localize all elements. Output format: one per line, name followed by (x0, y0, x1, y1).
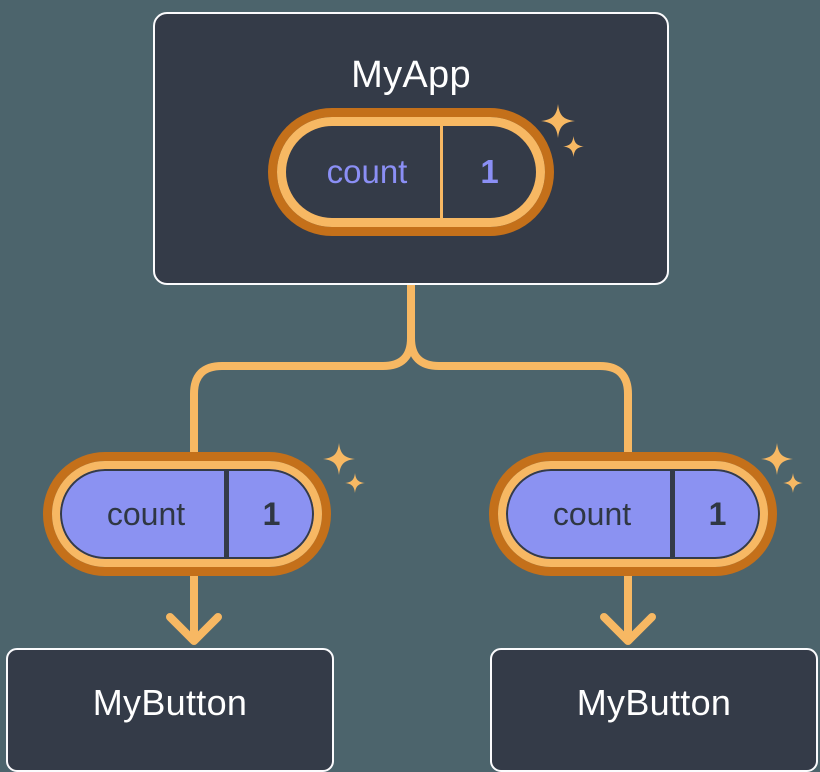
down-arrow-icon (600, 572, 656, 645)
down-arrow-icon (166, 572, 222, 645)
state-pill-inner: count 1 (498, 461, 768, 567)
component-box-mybutton-right[interactable]: MyButton (490, 648, 818, 772)
state-pill-inner: count 1 (52, 461, 322, 567)
state-value: 1 (224, 469, 314, 559)
component-title-mybutton: MyButton (92, 682, 248, 723)
state-key: count (106, 495, 186, 532)
state-pill-inner: count 1 (277, 117, 545, 227)
state-key: count (326, 153, 408, 190)
state-pill-child-left[interactable]: count 1 (43, 452, 331, 576)
component-title-myapp: MyApp (351, 54, 471, 96)
state-key: count (552, 495, 632, 532)
state-pill-child-right[interactable]: count 1 (489, 452, 777, 576)
component-box-mybutton-left[interactable]: MyButton (6, 648, 334, 772)
tree-branch-connector (190, 281, 632, 474)
component-title-mybutton: MyButton (576, 682, 732, 723)
state-value: 1 (440, 126, 536, 218)
state-value: 1 (670, 469, 760, 559)
state-pill-myapp[interactable]: count 1 (268, 108, 554, 236)
